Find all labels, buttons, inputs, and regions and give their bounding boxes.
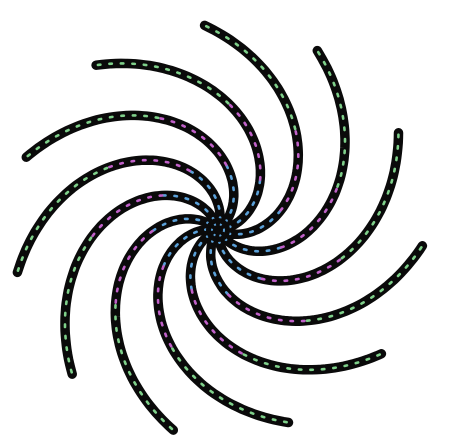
middle-dots [156, 265, 174, 350]
inner-dots [223, 163, 236, 224]
outer-dots [25, 114, 160, 159]
spiral-arm [110, 214, 215, 435]
outer-dots [203, 24, 297, 131]
spiral-arm [12, 155, 225, 278]
arms-group [12, 20, 428, 435]
spiral-arm [205, 234, 428, 326]
middle-dots [279, 185, 339, 249]
middle-dots [227, 293, 309, 323]
inner-dots [209, 237, 230, 297]
spiral-arm [214, 128, 404, 286]
center-hub [206, 218, 230, 242]
middle-dots [105, 158, 191, 173]
inner-dots [226, 178, 262, 229]
middle-dots [156, 116, 228, 167]
outer-dots [242, 352, 383, 372]
outer-dots [305, 244, 424, 322]
middle-dots [114, 229, 154, 307]
outer-dots [171, 347, 290, 424]
inner-dots [160, 194, 216, 222]
inner-dots [217, 238, 264, 281]
spiral-arm [219, 45, 350, 257]
middle-dots [260, 256, 344, 283]
spiral-arm [199, 20, 304, 240]
middle-dots [190, 288, 246, 356]
spiral-arm [185, 230, 387, 375]
middle-dots [279, 127, 300, 212]
outer-dots [94, 62, 230, 105]
inner-dots [162, 228, 210, 268]
outer-dots [63, 236, 93, 376]
outer-dots [113, 303, 175, 432]
spiral-arm [21, 110, 239, 228]
spiral-arm [91, 58, 266, 233]
spiral-arm [153, 224, 294, 428]
middle-dots [227, 102, 262, 181]
spiral-arm [60, 190, 220, 379]
outer-dots [316, 49, 347, 188]
outer-dots [16, 166, 109, 274]
outer-dots [340, 131, 400, 260]
center-hub-dots [211, 223, 225, 237]
middle-dots [89, 194, 164, 240]
